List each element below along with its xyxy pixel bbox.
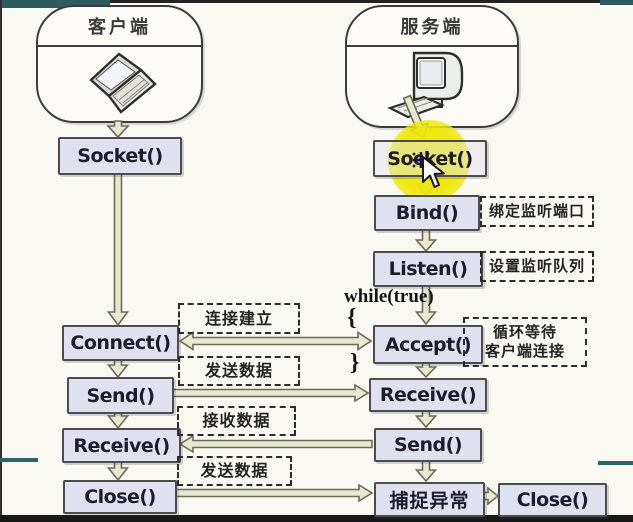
client-send-box: Send() [67,377,174,414]
server-send-box: Send() [374,428,482,462]
arrow-client-panel-to-socket [106,120,130,139]
receive-data-label: 接收数据 [177,406,296,436]
top-border-line [0,0,633,3]
client-socket-box: Socket() [58,137,182,175]
left-border-line [0,0,2,522]
accept-annotation-line2: 客户端连接 [484,342,565,360]
client-panel: 客户端 [36,5,203,123]
teal-bar-top-left [0,0,110,8]
arrow-connect-accept-bidirectional [178,331,373,351]
client-close-box: Close() [63,480,177,514]
server-title: 服务端 [347,7,517,47]
send-data-label-1: 发送数据 [178,356,300,386]
server-bind-box: Bind() [374,195,480,231]
listen-annotation: 设置监听队列 [480,251,594,282]
server-panel: 服务端 [345,5,519,128]
teal-line-left [0,458,38,462]
desktop-computer-icon [384,50,480,126]
connection-established-label: 连接建立 [178,303,300,334]
mouse-cursor-icon [421,156,447,194]
server-receive-box: Receive() [369,378,487,412]
bottom-border-line [0,515,633,522]
arrow-client-close-to-catch [173,483,374,503]
client-receive-box: Receive() [62,428,181,463]
arrow-client-send-to-server-receive [172,383,370,403]
teal-bar-top-right [600,0,633,5]
server-listen-box: Listen() [373,251,483,287]
accept-annotation-line1: 循环等待 [492,323,557,342]
arrow-client-socket-to-connect [106,171,130,327]
client-title: 客户端 [38,7,201,47]
arrow-server-send-to-client-receive [178,434,373,454]
bind-annotation: 绑定监听端口 [480,196,594,227]
arrow-server-bind-to-listen [414,227,438,253]
client-connect-box: Connect() [62,325,179,361]
close-brace: } [350,350,360,376]
accept-annotation: 循环等待 客户端连接 [463,317,587,367]
send-data-label-2: 发送数据 [177,456,292,486]
server-catch-exception-box: 捕捉异常 [374,482,485,517]
server-close-box: Close() [498,483,607,517]
teal-line-right [598,461,633,465]
open-brace: { [347,305,357,331]
while-true-text: while(true) [344,286,434,307]
laptop-icon [77,50,163,120]
arrow-server-send-to-catch [414,458,438,483]
